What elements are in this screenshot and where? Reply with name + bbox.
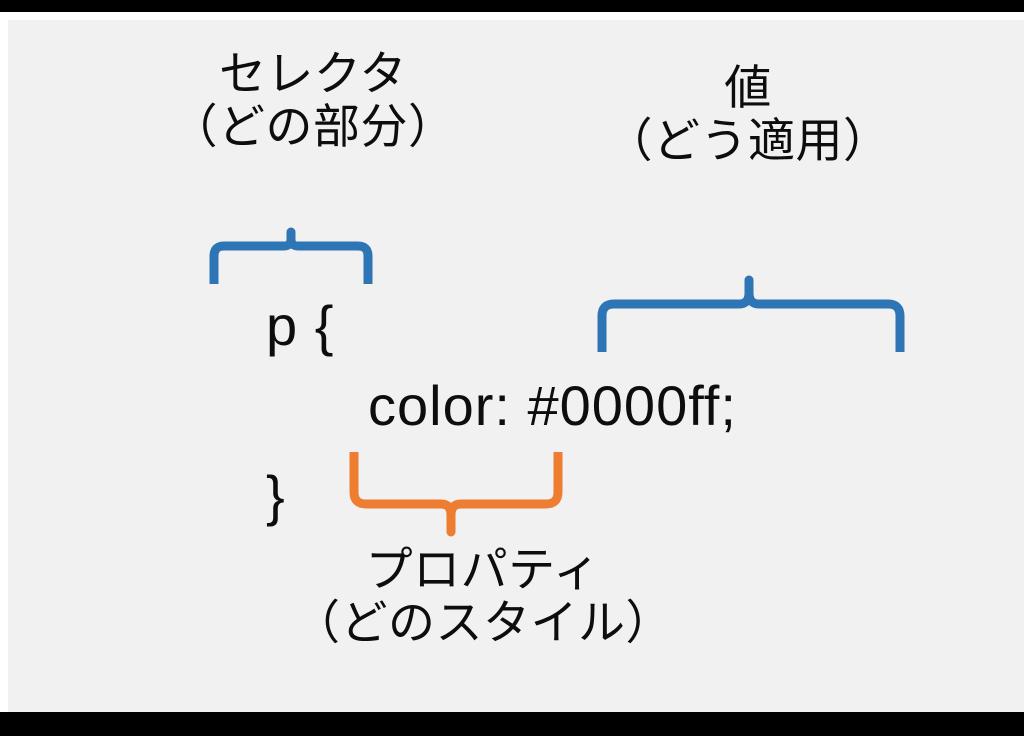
selector-term: セレクタ bbox=[218, 47, 408, 100]
property-description: （どのスタイル） bbox=[293, 595, 673, 649]
selector-annotation-label: セレクタ （どの部分） bbox=[103, 47, 523, 153]
value-annotation-label: 値 （どう適用） bbox=[548, 61, 948, 167]
value-description: （どう適用） bbox=[605, 113, 891, 167]
property-annotation-label: プロパティ （どのスタイル） bbox=[268, 543, 698, 649]
property-term: プロパティ bbox=[365, 543, 601, 596]
selector-description: （どの部分） bbox=[170, 99, 456, 153]
slide-canvas: セレクタ （どの部分） 値 （どう適用） p { color: #0000ff;… bbox=[8, 20, 1024, 712]
value-brace-icon bbox=[597, 275, 905, 352]
code-declaration-line: color: #0000ff; bbox=[368, 374, 737, 437]
selector-brace-icon bbox=[209, 227, 373, 284]
code-closing-brace-line: } bbox=[266, 464, 286, 527]
letterbox-top-bar bbox=[0, 0, 1024, 12]
code-selector-line: p { bbox=[266, 294, 335, 357]
property-brace-icon bbox=[349, 452, 563, 537]
value-term: 値 bbox=[724, 61, 772, 114]
letterbox-bottom-bar bbox=[0, 712, 1024, 736]
